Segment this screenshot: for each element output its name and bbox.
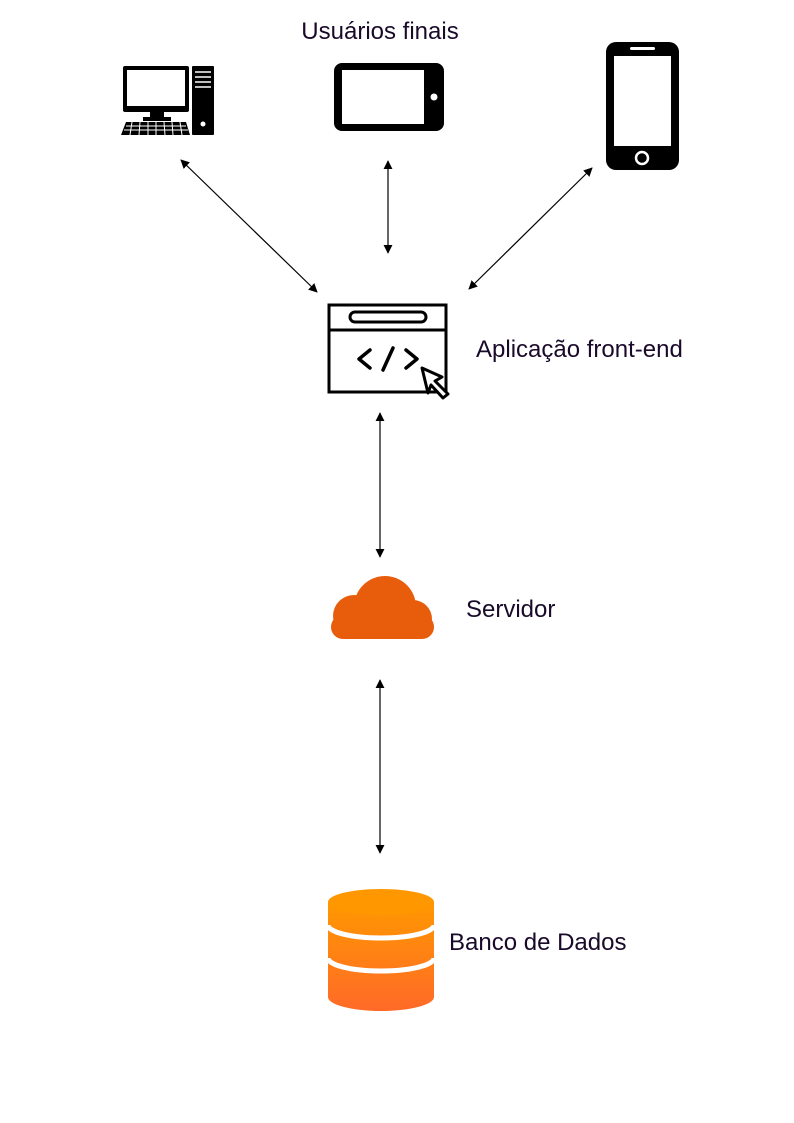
connector-arrows bbox=[180, 159, 593, 854]
database-label: Banco de Dados bbox=[449, 929, 626, 956]
tablet-icon bbox=[334, 63, 444, 131]
end-users-title: Usuários finais bbox=[301, 18, 458, 45]
browser-code-window-icon bbox=[327, 303, 450, 400]
desktop-computer-icon bbox=[121, 66, 214, 136]
database-icon bbox=[325, 889, 437, 1011]
smartphone-icon bbox=[606, 42, 679, 170]
server-label: Servidor bbox=[466, 596, 555, 623]
arrow-desktop-frontend bbox=[180, 159, 318, 293]
arrow-phone-frontend bbox=[468, 167, 593, 290]
frontend-label: Aplicação front-end bbox=[476, 336, 683, 363]
cloud-icon bbox=[331, 576, 434, 639]
